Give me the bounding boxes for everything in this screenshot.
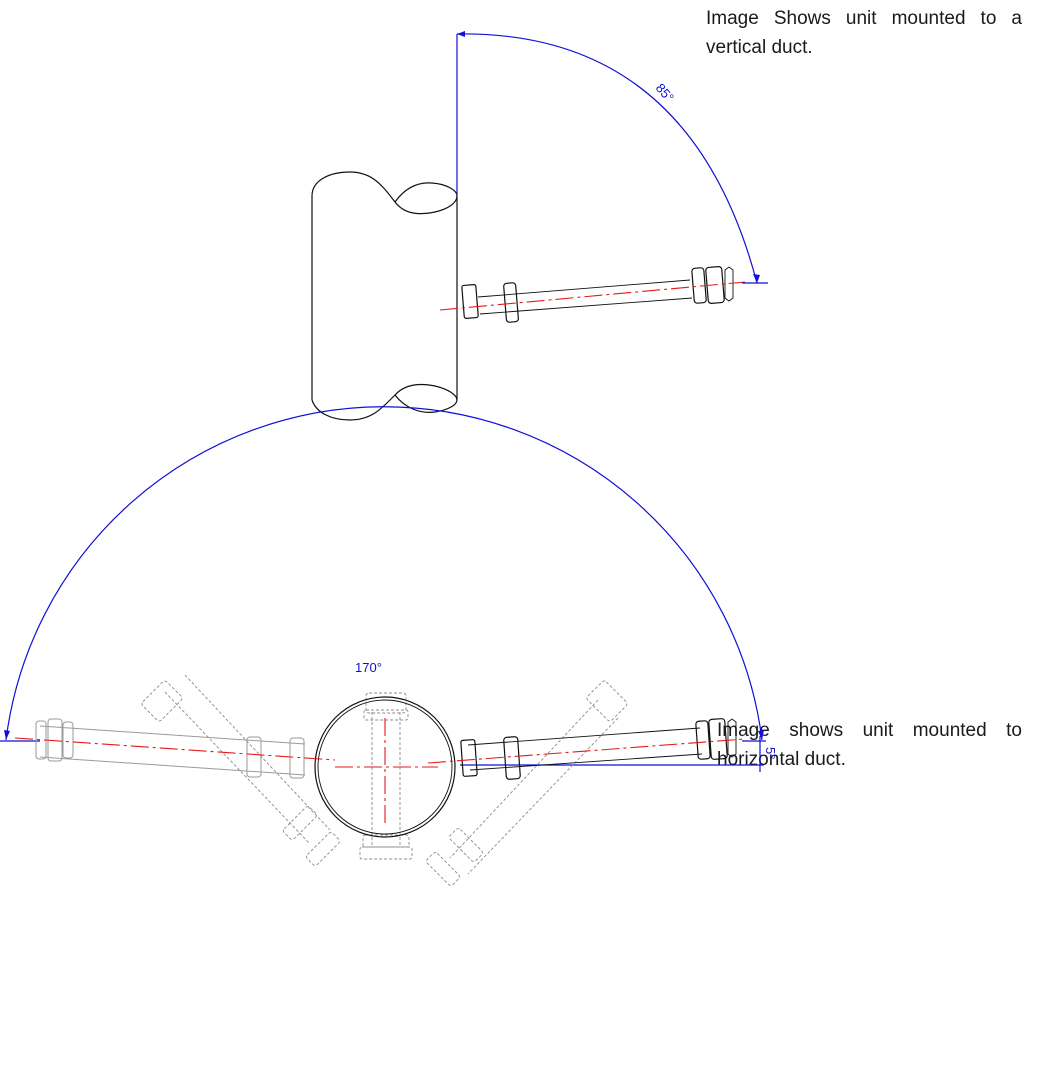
vertical-duct: [311, 171, 458, 421]
horizontal-duct-view: 170° 5°: [0, 406, 778, 886]
vertical-duct-probe: [461, 266, 734, 323]
horizontal-arc-label: 170°: [355, 660, 382, 675]
horizontal-small-angle-label: 5°: [763, 747, 778, 759]
horizontal-small-angle-dimension: 5°: [460, 736, 778, 772]
right-probe-centerline: [427, 738, 746, 764]
vertical-angle-dimension: 85°: [456, 31, 768, 284]
caption-vertical-duct: Image Shows unit mounted to a vertical d…: [706, 8, 1022, 58]
horizontal-arc-dimension: 170°: [0, 406, 766, 742]
ghost-probe-left: [35, 718, 306, 779]
ghost-probe-upper-right: [426, 680, 628, 886]
left-probe-centerline: [14, 737, 336, 761]
vertical-duct-view: 85°: [311, 31, 768, 421]
horizontal-duct-probe: [460, 718, 737, 780]
vertical-duct-centerline: [439, 281, 746, 311]
horizontal-duct-section: [314, 696, 456, 838]
ghost-probe-upper-left: [141, 674, 340, 866]
